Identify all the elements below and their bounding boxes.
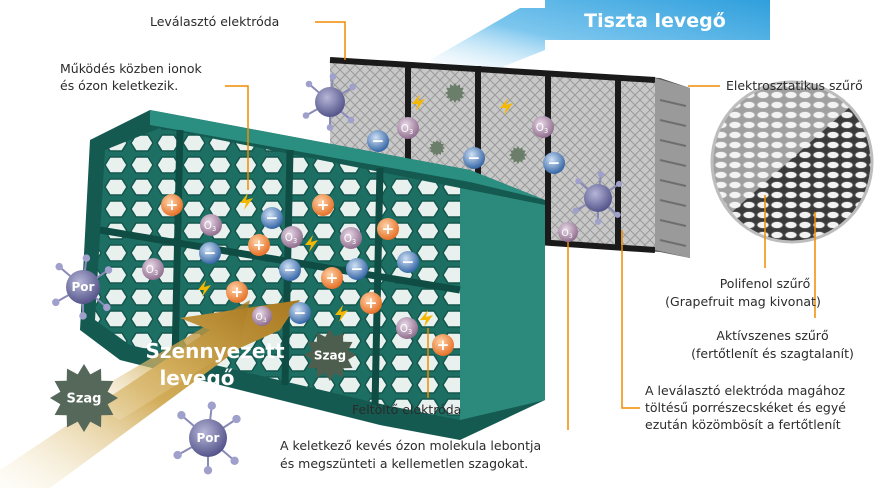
ozone-molecule: O3: [340, 227, 362, 249]
svg-text:+: +: [317, 196, 330, 214]
positive-ion: +: [377, 218, 399, 240]
negative-ion: −: [261, 207, 283, 229]
ozone-molecule: O3: [200, 214, 222, 236]
ozone-molecule: O3: [396, 317, 418, 339]
svg-text:+: +: [382, 220, 395, 238]
dust-particle: [302, 73, 356, 131]
dust-particle: [572, 171, 623, 225]
ozone-molecule: O3: [558, 222, 578, 242]
odor-particle: [429, 140, 445, 156]
negative-ion: −: [289, 302, 311, 324]
odor-particle: Szag: [50, 364, 118, 432]
negative-ion: −: [279, 259, 301, 281]
negative-ion: −: [367, 130, 389, 152]
svg-text:−: −: [204, 244, 217, 262]
odor-particle: [509, 146, 527, 164]
charging-electrode-label: Feltöltő elektróda: [352, 402, 462, 417]
svg-text:O3: O3: [255, 312, 266, 324]
svg-text:Szag: Szag: [314, 348, 346, 362]
svg-text:−: −: [266, 209, 279, 227]
positive-ion: +: [360, 292, 382, 314]
ozone-molecule: O3: [397, 117, 419, 139]
ozone-molecule: O3: [252, 306, 272, 326]
svg-text:−: −: [294, 304, 307, 322]
clean-air-label: Tiszta levegő: [584, 10, 726, 32]
separator-desc-line2: töltésű porrészecskéket és egyé: [645, 400, 846, 415]
negative-ion: −: [346, 258, 368, 280]
svg-text:+: +: [326, 269, 339, 287]
negative-ion: −: [199, 242, 221, 264]
svg-text:+: +: [253, 236, 266, 254]
ozone-molecule: O3: [142, 258, 164, 280]
activated-carbon-label-line2: (fertőtlenít és szagtalanít): [691, 346, 854, 361]
svg-text:Szag: Szag: [66, 392, 101, 407]
svg-text:+: +: [166, 196, 179, 214]
ions-ozone-label-line1: Működés közben ionok: [60, 61, 202, 76]
spark-icon: [412, 94, 425, 111]
spark-icon: [305, 235, 318, 252]
filter-magnifier: [710, 80, 874, 244]
svg-text:+: +: [437, 336, 450, 354]
separator-desc-line1: A leválasztó elektróda magához: [645, 383, 846, 398]
odor-particle: [445, 83, 465, 103]
svg-text:+: +: [231, 283, 244, 301]
ions-ozone-label-line2: és ózon keletkezik.: [60, 78, 179, 93]
polluted-air-label-line2: levegő: [159, 366, 234, 390]
svg-text:−: −: [284, 261, 297, 279]
polyphenol-filter-label-line1: Polifenol szűrő: [719, 276, 811, 291]
negative-ion: −: [543, 152, 565, 174]
polluted-air-label-line1: Szennyezett: [145, 339, 284, 363]
dust-particle: Por: [173, 401, 241, 475]
ozone-desc-line2: és megszünteti a kellemetlen szagokat.: [280, 456, 529, 471]
svg-text:−: −: [468, 149, 481, 167]
svg-text:+: +: [365, 294, 378, 312]
polluted-air-arrow: [0, 300, 300, 488]
svg-text:−: −: [372, 132, 385, 150]
dust-particle: Por: [52, 254, 113, 320]
electrostatic-filter-label: Elektrosztatikus szűrő: [726, 78, 863, 93]
svg-text:−: −: [351, 260, 364, 278]
activated-carbon-label-line1: Aktívszenes szűrő: [716, 328, 829, 343]
leader-lines: [225, 21, 816, 430]
svg-text:Por: Por: [197, 431, 220, 445]
positive-ion: +: [432, 334, 454, 356]
negative-ion: −: [397, 251, 419, 273]
odor-particle: Szag: [304, 329, 356, 381]
ozone-molecule: O3: [532, 116, 554, 138]
ozone-molecule: O3: [281, 226, 303, 248]
positive-ion: +: [226, 281, 248, 303]
polyphenol-filter-label-line2: (Grapefruit mag kivonat): [665, 294, 821, 309]
negative-ion: −: [463, 147, 485, 169]
svg-text:−: −: [548, 154, 561, 172]
svg-text:Por: Por: [72, 280, 95, 294]
separator-electrode-label: Leválasztó elektróda: [150, 14, 280, 29]
positive-ion: +: [321, 267, 343, 289]
spark-icon: [198, 280, 211, 297]
positive-ion: +: [161, 194, 183, 216]
spark-icon: [420, 310, 433, 327]
separator-desc-line3: ezután közömbösít a fertőtlenít: [645, 417, 841, 432]
svg-text:−: −: [402, 253, 415, 271]
ozone-desc-line1: A keletkező kevés ózon molekula lebontja: [280, 438, 542, 453]
spark-icon: [500, 98, 513, 115]
svg-text:O3: O3: [561, 228, 572, 240]
positive-ion: +: [312, 194, 334, 216]
spark-icon: [335, 305, 348, 322]
clean-air-arrow: [430, 0, 770, 80]
positive-ion: +: [248, 234, 270, 256]
spark-icon: [240, 193, 253, 210]
